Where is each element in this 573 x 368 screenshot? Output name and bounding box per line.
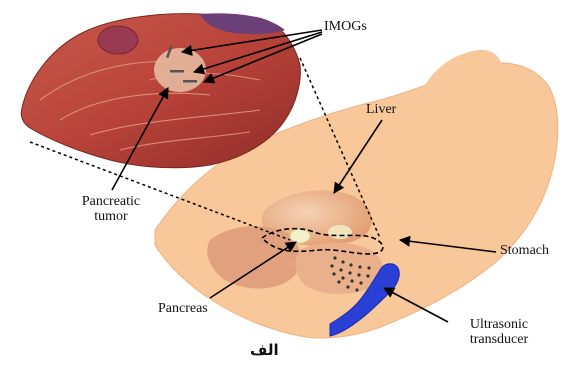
pancreas-label: Pancreas: [158, 301, 208, 316]
ultrasonic-transducer-label: Ultrasonic transducer: [448, 317, 550, 347]
ultrasonic-transducer-label-line-1: Ultrasonic: [448, 317, 550, 332]
figure-caption: الف: [250, 343, 279, 358]
pancreatic-tumor-label-line-1: Pancreatic: [56, 194, 166, 209]
pancreatic-tumor-label-line-2: tumor: [56, 209, 166, 224]
inset-tissue: [21, 13, 300, 167]
ultrasonic-transducer-label-line-2: transducer: [448, 332, 550, 347]
pancreas-organ: [290, 229, 310, 243]
stomach-label: Stomach: [500, 243, 549, 258]
pancreatic-tumor-label: Pancreatic tumor: [56, 194, 166, 224]
liver-label: Liver: [366, 102, 396, 117]
imogs-label: IMOGs: [324, 19, 367, 34]
